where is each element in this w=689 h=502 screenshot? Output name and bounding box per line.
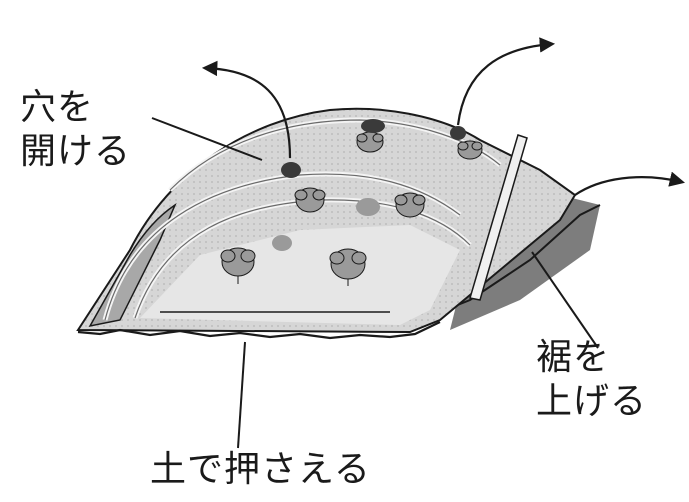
arrow-right-icon [574,171,685,196]
leader-soil [237,341,246,449]
label-raise-hem-line1: 裾を [536,337,611,378]
soil-hem-edge [77,321,441,340]
arrow-up-left-icon [201,60,292,159]
label-open-holes: 穴を 開ける [20,86,131,174]
label-raise-hem-line2: 上げる [536,381,648,422]
leader-hem [531,251,599,349]
hole-4 [356,198,380,216]
label-raise-hem: 裾を 上げる [536,336,647,424]
tunnel-floor [140,225,460,325]
label-open-holes-line2: 開ける [20,131,132,172]
label-hold-with-soil: 土で押さえる [150,449,371,490]
lifting-stake [469,134,528,301]
hole-5 [272,235,292,251]
leader-holes [151,117,263,161]
arrow-up-right-icon [456,37,556,126]
label-open-holes-line1: 穴を [20,87,95,128]
hole-3 [450,126,466,140]
plant-icon [220,131,483,286]
hole-1 [281,162,301,178]
hole-2 [361,119,385,133]
